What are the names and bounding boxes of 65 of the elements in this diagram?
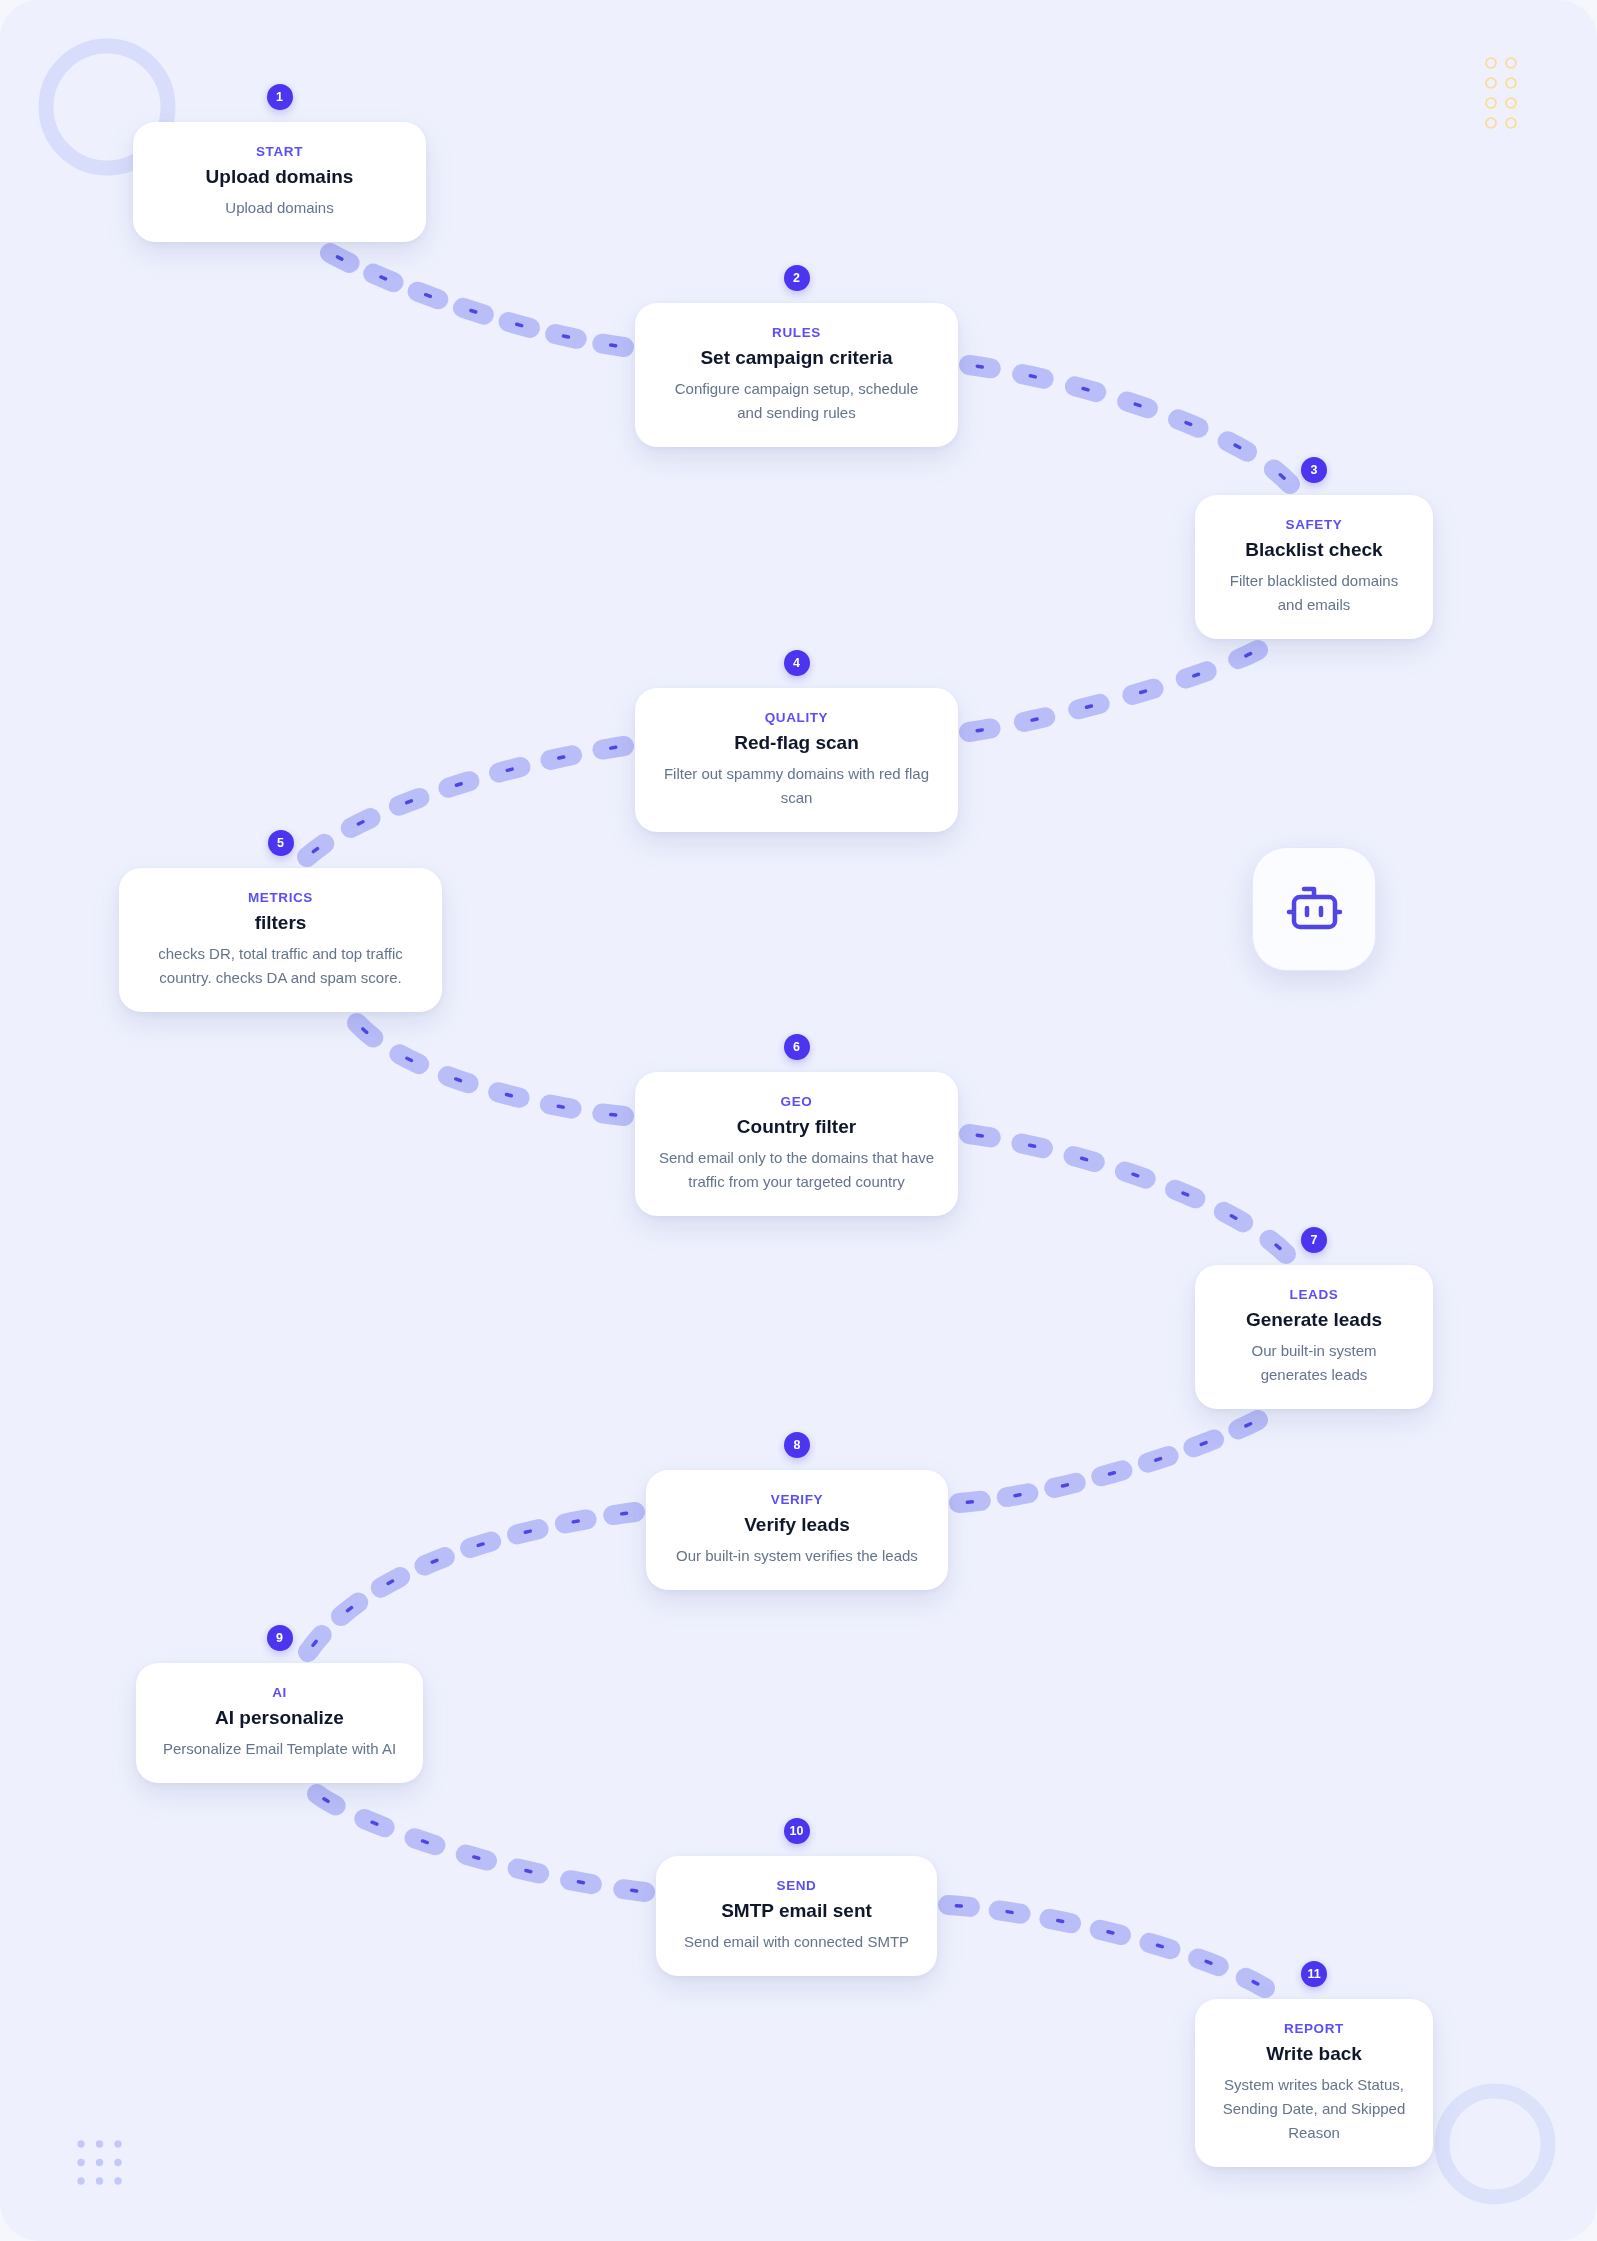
step-number-badge: 4 [783, 650, 810, 676]
step-card [635, 688, 958, 832]
step-description: Configure campaign setup, schedule and sending rules [673, 379, 920, 423]
step-number-badge: 2 [783, 265, 810, 291]
step-title: Blacklist check [1245, 538, 1383, 562]
step-title: Write back [1266, 2042, 1362, 2066]
step-number-badge: 5 [267, 830, 294, 856]
step-title: SMTP email sent [721, 1899, 872, 1923]
step-title: Red-flag scan [734, 731, 859, 755]
dashed-connector [298, 1502, 645, 1662]
step-category: LEADS [1289, 1286, 1339, 1304]
dashed-connector [938, 1895, 1275, 1998]
step-description: Our built-in system verifies the leads [676, 1546, 918, 1566]
step-card [1195, 1265, 1433, 1409]
step-card [635, 1072, 958, 1216]
dashed-connector [320, 243, 634, 357]
step-description: Personalize Email Template with AI [162, 1739, 397, 1759]
step-description: checks DR, total traffic and top traffic country. checks DA and spam score. [157, 944, 404, 988]
step-description: Our built-in system generates leads [1250, 1341, 1378, 1385]
step-number-badge: 9 [266, 1625, 293, 1651]
step-title: AI personalize [215, 1706, 344, 1730]
dashed-connector [347, 1013, 634, 1126]
step-title: Verify leads [744, 1513, 850, 1537]
step-category: GEO [780, 1093, 813, 1111]
step-category: REPORT [1284, 2020, 1344, 2038]
dashed-connector [307, 1784, 655, 1902]
step-description: Upload domains [225, 198, 334, 218]
step-description: Send email with connected SMTP [683, 1932, 910, 1952]
step-card [656, 1856, 937, 1976]
step-number-badge: 11 [1301, 1961, 1327, 1987]
step-description: Filter blacklisted domains and emails [1228, 571, 1400, 615]
step-card [119, 868, 442, 1012]
step-title: Country filter [736, 1115, 857, 1139]
step-category: METRICS [248, 889, 313, 907]
step-category: START [256, 143, 303, 161]
step-title: filters [254, 911, 307, 935]
step-title: Generate leads [1245, 1308, 1383, 1332]
dashed-connector [959, 1124, 1296, 1264]
step-category: QUALITY [764, 709, 829, 727]
step-description: System writes back Status, Sending Date, and Skipped Reason [1221, 2075, 1407, 2143]
step-card [1195, 495, 1433, 639]
step-category: SEND [776, 1877, 817, 1895]
dashed-connector [959, 640, 1268, 742]
step-category: SAFETY [1285, 516, 1343, 534]
step-number-badge: 1 [266, 84, 293, 110]
step-category: RULES [772, 324, 821, 342]
step-title: Upload domains [205, 165, 354, 189]
step-number-badge: 3 [1301, 457, 1327, 483]
dashed-connector [297, 736, 634, 867]
step-card [133, 122, 426, 242]
dashed-connector [949, 1410, 1268, 1513]
step-category: AI [272, 1684, 287, 1702]
step-category: VERIFY [770, 1491, 824, 1509]
step-card [635, 303, 958, 447]
step-number-badge: 6 [783, 1034, 810, 1060]
step-description: Filter out spammy domains with red flag scan [662, 764, 931, 808]
step-card [1195, 1999, 1433, 2167]
dashed-connector [959, 355, 1300, 494]
step-card [136, 1663, 423, 1783]
step-number-badge: 7 [1301, 1227, 1327, 1253]
step-title: Set campaign criteria [700, 346, 893, 370]
step-number-badge: 10 [783, 1818, 810, 1844]
step-description: Send email only to the domains that have traffic from your targeted country [657, 1148, 936, 1192]
step-number-badge: 8 [784, 1432, 810, 1458]
step-card [646, 1470, 948, 1590]
